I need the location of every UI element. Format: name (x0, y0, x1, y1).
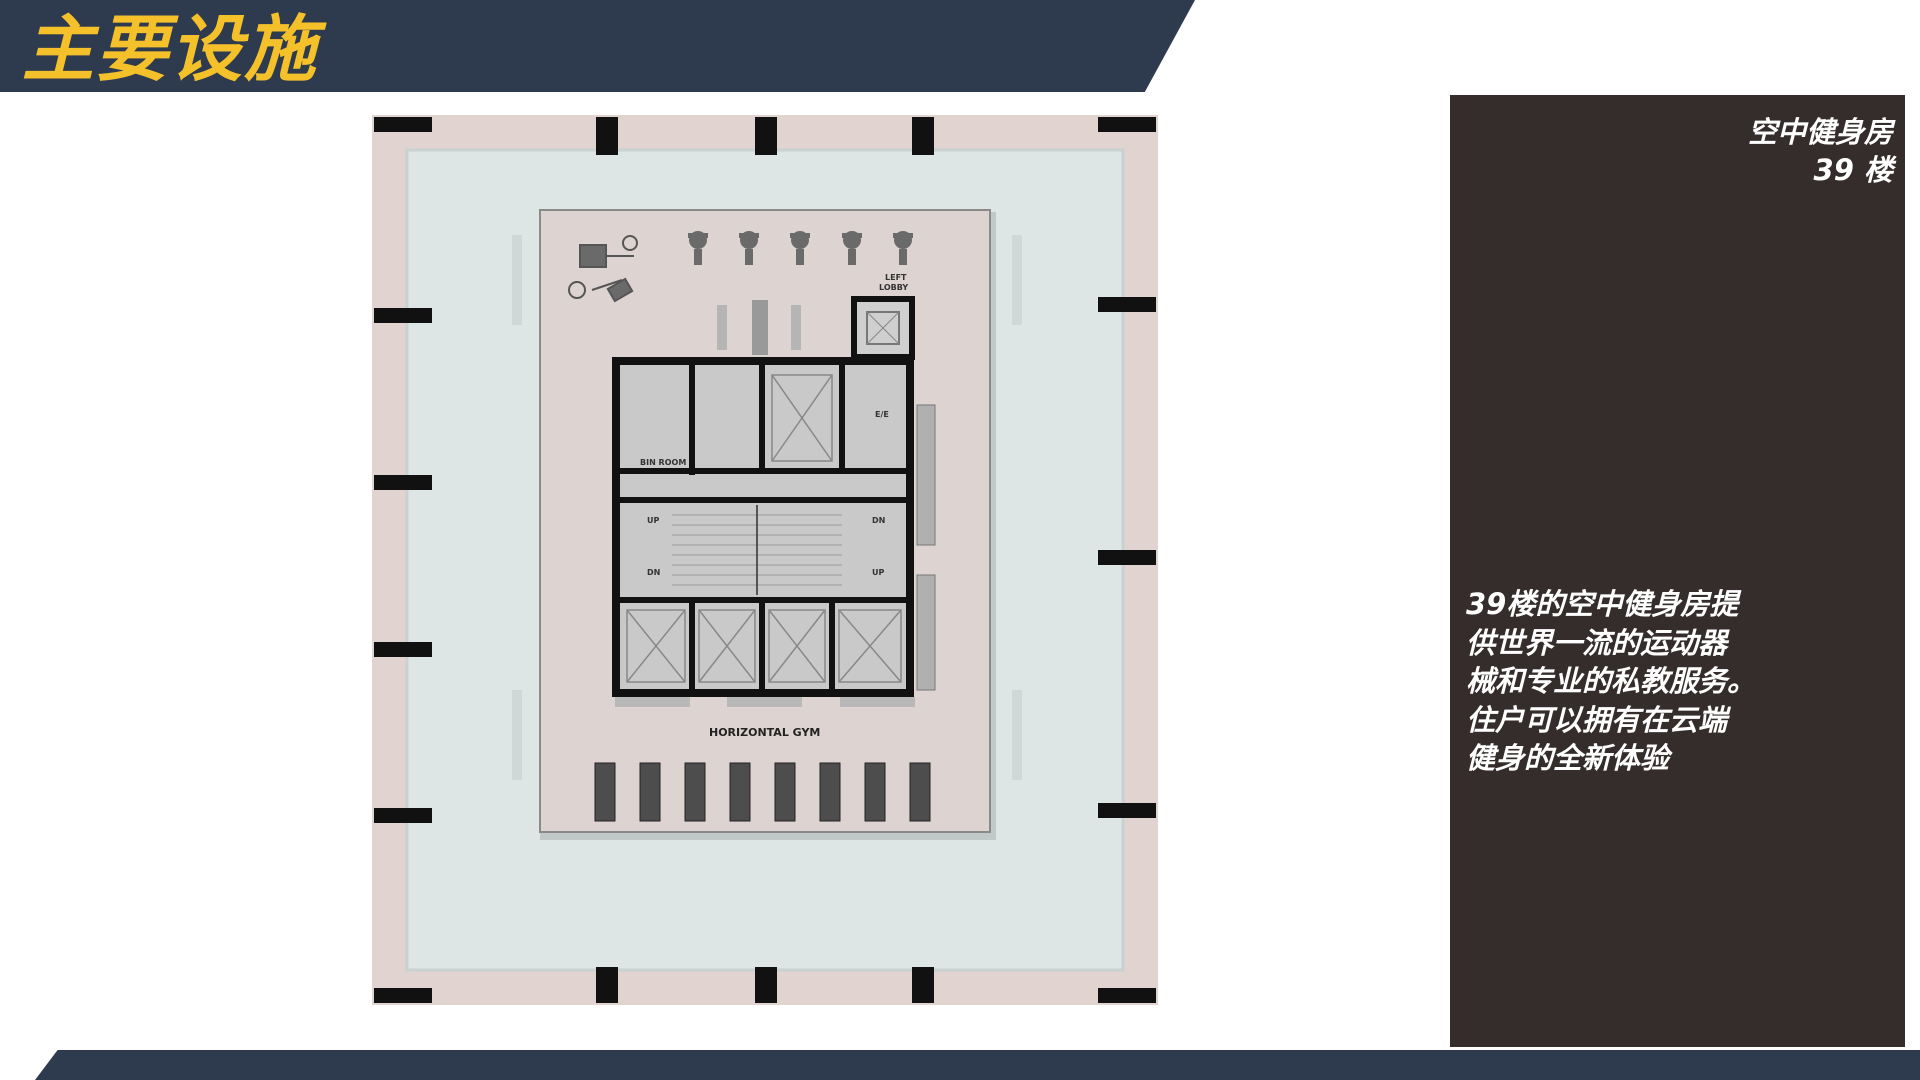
bin-room-label: BIN ROOM (640, 458, 686, 467)
description-line: 住户可以拥有在云端 (1466, 702, 1728, 737)
floor-number: 39 楼 (1813, 153, 1893, 187)
treadmills (594, 762, 931, 822)
stair-up-left: UP (647, 516, 659, 525)
description-line: 健身的全新体验 (1466, 741, 1670, 775)
stair-dn-left: DN (647, 568, 660, 577)
facility-description: 39楼的空中健身房提 供世界一流的运动器 械和专业的私教服务。 住户可以拥有在云… (1466, 585, 1806, 778)
description-line: 械和专业的私教服务。 (1466, 664, 1757, 698)
stairwell (672, 505, 842, 595)
ee-room-label: E/E (875, 410, 889, 419)
floor-plan: LEFT LOBBY (372, 115, 1158, 1005)
elevator-shafts (626, 374, 902, 683)
panel-heading: 空中健身房 39 楼 (1748, 113, 1893, 189)
description-line: 39楼的空中健身房提 (1466, 587, 1739, 621)
page-title: 主要设施 (22, 7, 319, 91)
stair-dn-right: DN (872, 516, 885, 525)
footer-bar (35, 1050, 1920, 1080)
left-lobby-label: LEFT (885, 273, 907, 282)
svg-text:LOBBY: LOBBY (879, 283, 908, 292)
stair-up-right: UP (872, 568, 884, 577)
structural-columns (374, 117, 1156, 1003)
multi-gym-equipment (568, 235, 638, 303)
description-line: 供世界一流的运动器 (1466, 625, 1728, 660)
description-panel: 空中健身房 39 楼 39楼的空中健身房提 供世界一流的运动器 械和专业的私教服… (1450, 95, 1905, 1047)
gym-label: HORIZONTAL GYM (709, 726, 820, 739)
header-bar (0, 0, 1195, 92)
weight-machines (688, 231, 913, 265)
facility-name: 空中健身房 (1747, 115, 1893, 149)
